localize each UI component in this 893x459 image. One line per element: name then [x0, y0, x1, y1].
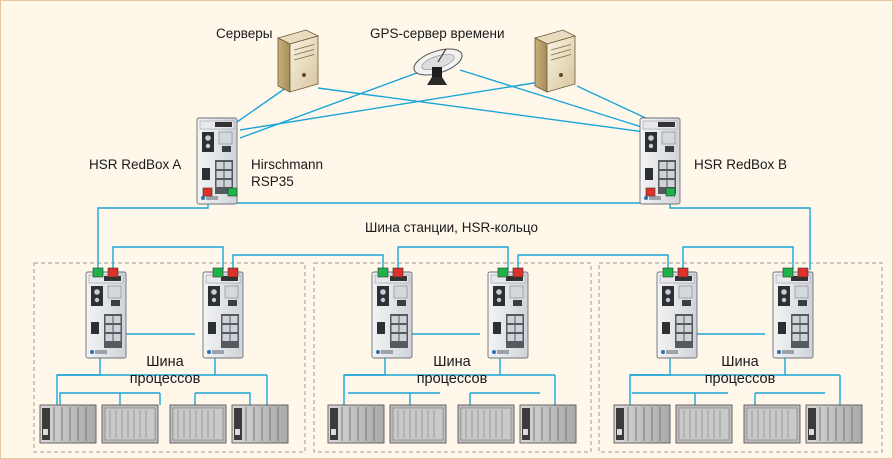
device-model-label-1: Hirschmann: [251, 157, 324, 172]
switch-icon: [85, 271, 127, 359]
process-bus-label-middle-1: Шина: [433, 354, 471, 370]
plc-rack-icon: [101, 404, 159, 444]
server-icon: [277, 29, 319, 93]
plc-rack-icon: [519, 404, 577, 444]
port-green: [665, 187, 676, 197]
port-green: [227, 187, 238, 197]
process-group-right: [598, 262, 883, 453]
plc-rack-icon: [675, 404, 733, 444]
station-bus-label: Шина станции, HSR-кольцо: [365, 220, 538, 235]
ring-switches: [85, 271, 814, 359]
switch-icon: [202, 271, 244, 359]
port-red: [645, 187, 656, 197]
plc-rack-icon: [169, 404, 227, 444]
process-bus-label-right-1: Шина: [721, 354, 759, 370]
plc-rack-icon: [327, 404, 385, 444]
plc-rack-icon: [389, 404, 447, 444]
plc-rack-icon: [457, 404, 515, 444]
plc-rack-icon: [231, 404, 289, 444]
switch-icon: [371, 271, 413, 359]
plc-rack-icon: [613, 404, 671, 444]
plc-racks: [39, 404, 863, 444]
redbox-b-label: HSR RedBox B: [694, 157, 788, 172]
redbox-a-label: HSR RedBox A: [89, 157, 182, 172]
device-model-label-2: RSP35: [251, 174, 294, 189]
process-bus-label-right-2: процессов: [704, 371, 776, 387]
server-icon: [534, 29, 576, 93]
switch-icon: [772, 271, 814, 359]
plc-rack-icon: [805, 404, 863, 444]
process-group-left: [33, 262, 306, 453]
process-bus-label-left-1: Шина: [146, 354, 184, 370]
servers-label: Серверы: [216, 26, 273, 41]
process-group-boxes: [33, 262, 883, 453]
process-group-middle: [313, 262, 592, 453]
satellite-dish-icon: [413, 48, 463, 85]
switch-icon: [656, 271, 698, 359]
process-bus-label-middle-2: процессов: [416, 371, 488, 387]
process-bus-label-left-2: процессов: [129, 371, 201, 387]
port-red: [202, 187, 213, 197]
ring-ports: [92, 267, 809, 278]
plc-rack-icon: [39, 404, 97, 444]
gps-server-label: GPS-сервер времени: [370, 26, 505, 41]
switch-icon: [487, 271, 529, 359]
plc-rack-icon: [743, 404, 801, 444]
